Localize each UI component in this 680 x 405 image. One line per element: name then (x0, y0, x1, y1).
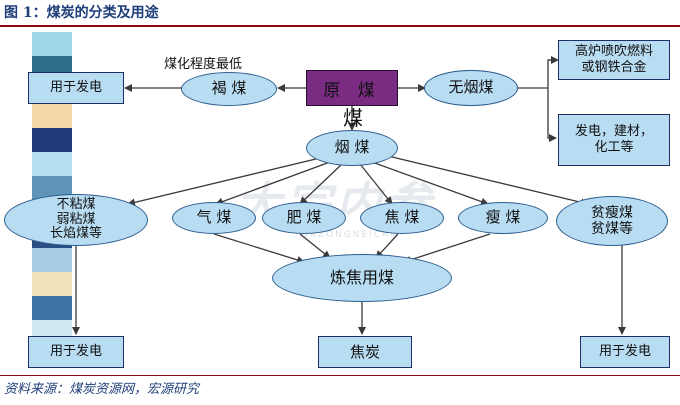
stripe-segment (32, 152, 72, 176)
box-power-materials: 发电，建材， 化工等 (558, 114, 670, 166)
edge-bit-coking (359, 163, 393, 205)
box-power-bottom-left: 用于发电 (28, 336, 124, 368)
source-note: 资料来源：煤炭资源网，宏源研究 (4, 382, 200, 397)
edge-bit-lean (371, 161, 489, 206)
title-rule (0, 25, 680, 27)
figure-title: 图 1：煤炭的分类及用途 (4, 5, 159, 21)
stripe-segment (32, 128, 72, 152)
stripe-segment (32, 32, 72, 56)
edge-bit-leanmeager (387, 155, 589, 207)
stripe-segment (32, 104, 72, 128)
edge-bit-gas (215, 161, 331, 206)
edge-fat-blend (299, 233, 331, 259)
edge-bit-fat (299, 163, 343, 205)
box-coke: 焦炭 (318, 336, 412, 368)
node-coking-coal: 焦 煤 (360, 202, 444, 234)
node-lignite: 褐 煤 (181, 72, 277, 106)
edge-bit-lowrank (127, 157, 321, 207)
node-gas-coal: 气 煤 (172, 202, 256, 234)
bracket-anthracite (538, 59, 556, 138)
stripe-segment (32, 296, 72, 320)
node-coking-blend: 炼焦用煤 (272, 254, 452, 302)
stripe-segment (32, 248, 72, 272)
watermark-subtext: DAZONGNEICAN (300, 230, 400, 240)
box-power-bottom-right: 用于发电 (580, 336, 670, 368)
box-power-top-left: 用于发电 (28, 72, 124, 104)
edge-lean-blend (403, 233, 491, 264)
node-fat-coal: 肥 煤 (262, 202, 346, 234)
source-rule (0, 375, 680, 376)
low-coal-label: 煤化程度最低 (164, 57, 243, 72)
node-bituminous: 烟 煤 (306, 130, 398, 166)
root-annotation: 煤 (343, 106, 363, 130)
node-lean-coal: 瘦 煤 (458, 202, 548, 234)
node-root: 原 煤 (306, 70, 398, 106)
node-lean-meager: 贫瘦煤 贫煤等 (556, 196, 668, 246)
node-low-rank: 不粘煤 弱粘煤 长焰煤等 (4, 194, 148, 246)
node-anthracite-label: 无烟煤 (424, 70, 518, 106)
box-blast-furnace: 高炉喷吹燃料 或钢铁合金 (558, 40, 670, 80)
edge-gas-blend (213, 233, 305, 264)
stripe-segment (32, 272, 72, 296)
